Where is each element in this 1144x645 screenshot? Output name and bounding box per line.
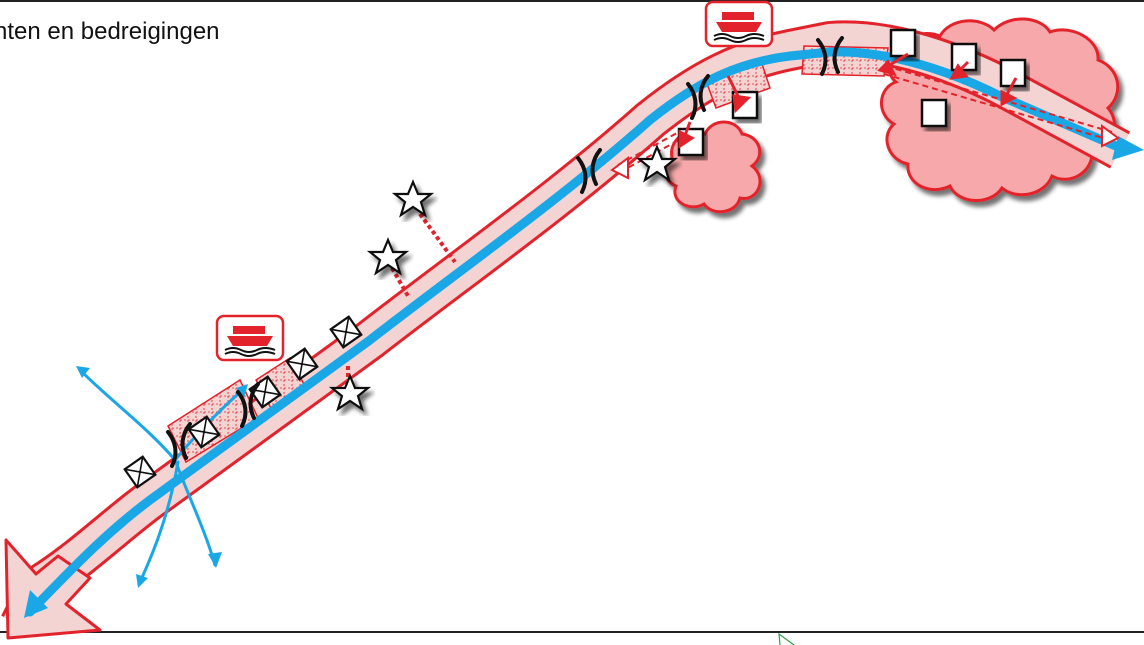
bridge-bracket-icon [816,36,844,76]
star-icon [366,237,410,276]
square-target-icon [889,28,917,58]
dashed-arrow-heads [610,124,1120,180]
river-arrowhead-left [24,590,48,618]
river-line [25,47,1130,617]
crossed-box-icon [329,315,363,349]
target-arrows [678,52,1018,149]
crossed-box-icon [123,455,157,489]
stray-line [778,632,795,645]
river-arrowhead-right [1112,136,1144,160]
ferry-boat-icon [215,314,285,362]
crossed-box-icon [187,415,221,449]
ferry-boat-icon [704,0,774,48]
star-icon [391,179,435,218]
bridge-bracket-icon [236,382,260,428]
bridge-bracket-icon [576,148,602,194]
diagram-caption: nten en bedreigingen [0,18,220,45]
star-icon [328,373,372,412]
crossed-box-icon [285,347,319,381]
star-icon [635,144,679,183]
dotted-threat-links [346,212,457,390]
bridge-bracket-icon [166,422,192,468]
crossing-arrowheads [76,366,248,588]
square-target-icon [920,98,948,128]
bridge-bracket-icon [686,74,710,120]
